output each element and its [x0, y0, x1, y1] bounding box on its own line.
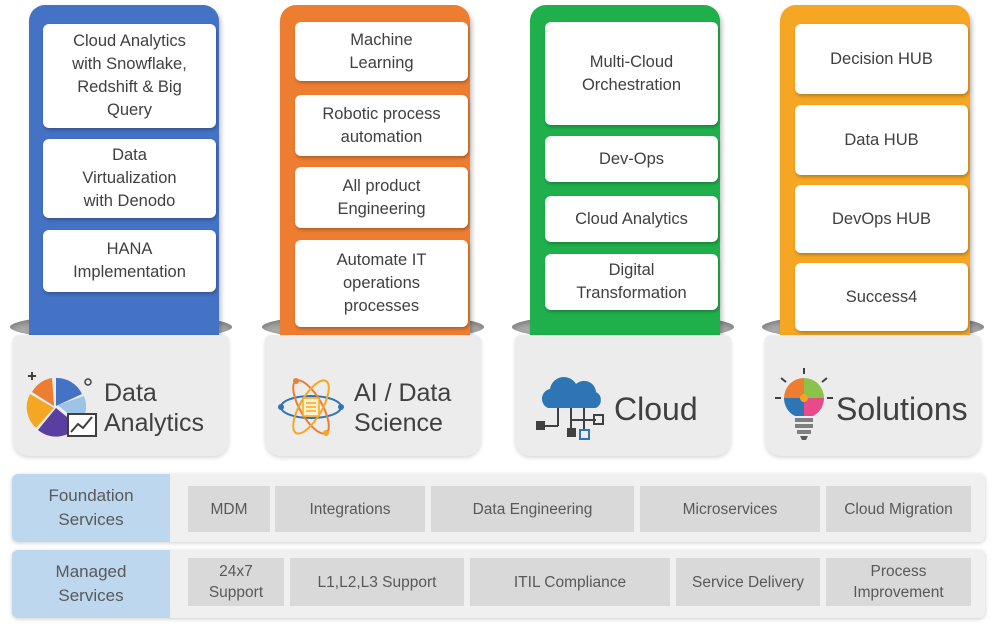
service-itil-compliance[interactable]: ITIL Compliance — [470, 558, 670, 606]
managed-services-label: Managed Services — [12, 550, 170, 618]
service-integrations[interactable]: Integrations — [275, 486, 425, 532]
service-process-improvement[interactable]: Process Improvement — [826, 558, 971, 606]
item-card[interactable]: Data HUB — [795, 105, 968, 175]
item-card[interactable]: Cloud Analytics with Snowflake, Redshift… — [43, 24, 216, 128]
service-l1-l2-l3-support[interactable]: L1,L2,L3 Support — [290, 558, 464, 606]
item-card[interactable]: Multi-Cloud Orchestration — [545, 22, 718, 125]
cloud-network-icon — [536, 376, 604, 440]
item-card[interactable]: Success4 — [795, 263, 968, 331]
item-card[interactable]: Cloud Analytics — [545, 196, 718, 242]
tub-base — [265, 335, 481, 456]
foundation-services-label: Foundation Services — [12, 474, 170, 542]
service-24x7-support[interactable]: 24x7 Support — [188, 558, 284, 606]
item-card[interactable]: Automate IT operations processes — [295, 240, 468, 327]
service-microservices[interactable]: Microservices — [640, 486, 820, 532]
item-card[interactable]: Decision HUB — [795, 24, 968, 94]
atom-icon — [278, 378, 344, 436]
item-card[interactable]: Digital Transformation — [545, 254, 718, 310]
puzzle-bulb-icon — [775, 368, 833, 440]
item-card[interactable]: Machine Learning — [295, 22, 468, 81]
pillar-title: Data Analytics — [104, 379, 205, 437]
service-data-engineering[interactable]: Data Engineering — [431, 486, 634, 532]
pie-chart-icon — [26, 372, 97, 437]
item-card[interactable]: HANA Implementation — [43, 230, 216, 292]
service-delivery[interactable]: Service Delivery — [676, 558, 820, 606]
service-cloud-migration[interactable]: Cloud Migration — [826, 486, 971, 532]
pillar-title: Solutions — [836, 391, 968, 427]
item-card[interactable]: Dev-Ops — [545, 136, 718, 182]
item-card[interactable]: DevOps HUB — [795, 185, 968, 253]
service-mdm[interactable]: MDM — [188, 486, 270, 532]
item-card[interactable]: Data Virtualization with Denodo — [43, 139, 216, 218]
item-card[interactable]: Robotic process automation — [295, 95, 468, 156]
pillar-title: AI / Data Science — [354, 379, 452, 437]
item-card[interactable]: All product Engineering — [295, 167, 468, 228]
pillar-title: Cloud — [614, 391, 698, 427]
